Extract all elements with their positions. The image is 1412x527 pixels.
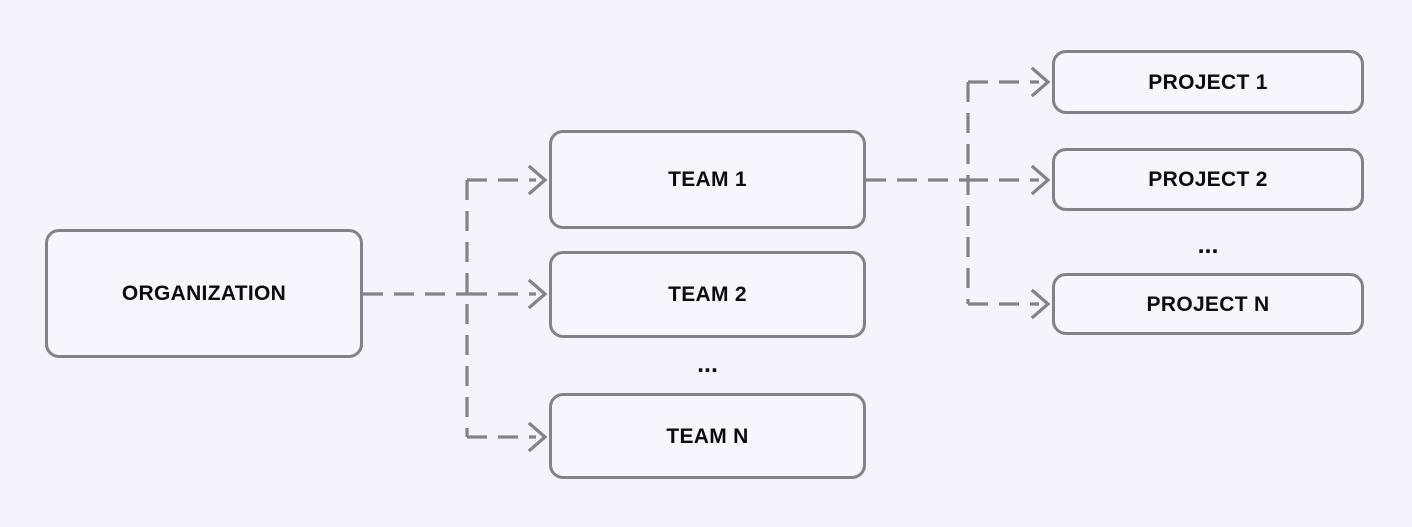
- projects-ellipsis: ...: [1197, 231, 1219, 259]
- node-team-n-label: TEAM N: [666, 424, 749, 448]
- arrowhead-project-n: [1030, 288, 1051, 320]
- node-project-1[interactable]: PROJECT 1: [1052, 50, 1364, 114]
- node-project-2[interactable]: PROJECT 2: [1052, 148, 1364, 211]
- arrowhead-project-2: [1030, 164, 1051, 196]
- node-organization-label: ORGANIZATION: [121, 282, 287, 305]
- node-team-2[interactable]: TEAM 2: [549, 251, 866, 338]
- arrowhead-project-1: [1030, 66, 1051, 98]
- node-project-n[interactable]: PROJECT N: [1052, 273, 1364, 335]
- arrowhead-team-n: [527, 421, 548, 453]
- arrowhead-team-1: [527, 164, 548, 196]
- node-organization[interactable]: ORGANIZATION: [45, 229, 363, 358]
- node-team-1[interactable]: TEAM 1: [549, 130, 866, 229]
- teams-ellipsis: ...: [697, 350, 718, 378]
- node-team-n[interactable]: TEAM N: [549, 393, 866, 479]
- node-project-2-label: PROJECT 2: [1148, 168, 1268, 191]
- node-team-2-label: TEAM 2: [668, 283, 747, 306]
- node-team-1-label: TEAM 1: [668, 168, 747, 191]
- node-project-1-label: PROJECT 1: [1148, 70, 1268, 94]
- arrowhead-team-2: [527, 278, 548, 310]
- node-project-n-label: PROJECT N: [1146, 292, 1270, 316]
